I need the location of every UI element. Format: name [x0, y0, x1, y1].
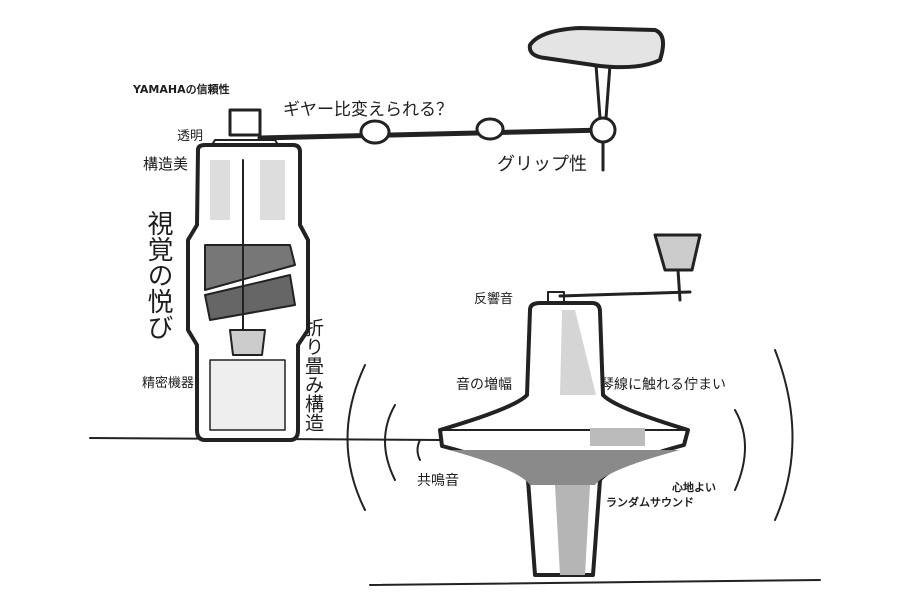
- annotation-reverb: 反響音: [474, 292, 514, 307]
- annotation-precision: 精密機器: [142, 376, 195, 391]
- sound-wave-marks: [346, 349, 794, 521]
- annotation-heartstring: 琴線に触れる佇まい: [600, 377, 726, 393]
- annotation-pleasant: 心地よい: [672, 481, 716, 494]
- annotation-gear-ratio: ギヤー比変えられる？: [283, 100, 453, 120]
- annotation-transparent: 透明: [177, 129, 204, 144]
- grinder-sketch: [186, 108, 310, 442]
- resonator-sketch: [438, 233, 702, 577]
- annotation-visual-joy: 視覚の悦び: [143, 210, 173, 340]
- annotation-random-sound: ランダムサウンド: [606, 496, 694, 509]
- annotation-yamaha: YAMAHAの信頼性: [133, 83, 230, 96]
- annotation-resonance: 共鳴音: [417, 473, 459, 489]
- crank-arm-sketch: [257, 26, 666, 172]
- annotation-folding: 折り畳み構造: [302, 318, 324, 432]
- ground-line-right: [369, 579, 821, 586]
- annotation-grip: グリップ性: [497, 154, 587, 175]
- annotation-amplify: 音の増幅: [456, 377, 512, 393]
- annotation-structural-beauty: 構造美: [143, 155, 189, 173]
